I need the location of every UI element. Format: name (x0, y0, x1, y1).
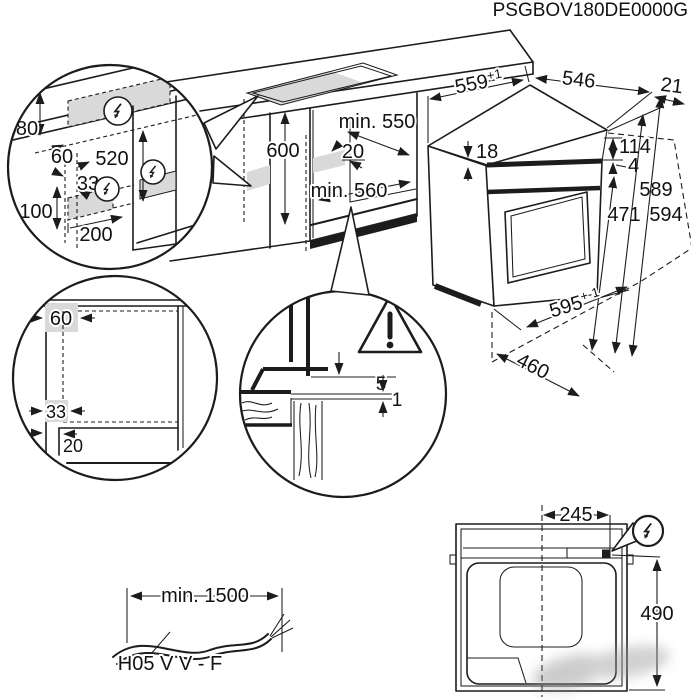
side-zone (45, 400, 68, 422)
dim-line-550 (347, 131, 410, 156)
dim-1: 1 (392, 390, 403, 411)
dim-200: 200 (79, 224, 112, 246)
dim-min1500: min. 1500 (161, 585, 249, 607)
dim-100: 100 (19, 201, 52, 223)
cabinet-isometric: 600 min. 550 20 min. 560 (165, 29, 534, 262)
side-panel-wood-grain (293, 401, 323, 480)
dim-min550: min. 550 (339, 111, 416, 133)
gap-detail-circle: 5 1 (238, 206, 448, 499)
dim-line-560 (318, 179, 411, 203)
callout-wedge (330, 206, 370, 296)
frame-top-band (486, 158, 603, 168)
dim-245: 245 (559, 504, 592, 526)
power-icon (140, 159, 166, 185)
dim-60-front: 60 (50, 308, 72, 330)
cable-type: H05 V V - F (118, 653, 222, 675)
oven-left-side (427, 145, 495, 307)
dim-471: 471 (607, 204, 640, 226)
top-zone (45, 303, 78, 332)
oven-front (485, 160, 603, 307)
dim-600: 600 (266, 140, 299, 162)
niche-floor-front-edge (310, 198, 418, 226)
control-panel-band (486, 185, 601, 195)
callout-wedge (212, 155, 252, 187)
oven-top-view: 245 490 (449, 502, 676, 697)
floor-line (169, 240, 311, 262)
door-window-inner (510, 196, 586, 278)
oven-isometric: 559+1 546 21 18 114 4 471 589 594 595+-1… (427, 64, 691, 397)
dim-33-front: 33 (46, 402, 66, 422)
side-connection-zone (247, 165, 270, 191)
oven-top-face (427, 84, 608, 166)
dim-520: 520 (95, 148, 128, 170)
power-icon (94, 176, 120, 202)
dim-line-460 (496, 353, 580, 397)
dim-589: 589 (639, 179, 672, 201)
dim-594: 594 (649, 204, 682, 226)
worktop-front-top-edge (199, 61, 534, 112)
niche-detail-circle: 80 60 520 33 100 200 (6, 63, 259, 271)
oven-foot (433, 283, 483, 307)
niche-connection-zone (313, 150, 345, 173)
dim-18: 18 (476, 141, 498, 163)
dim-line-594 (628, 96, 665, 357)
detail-circle-outline (11, 274, 219, 482)
warning-icon (357, 294, 423, 354)
worktop-right-end (509, 29, 534, 63)
dim-546: 546 (561, 67, 597, 93)
dim-490: 490 (640, 603, 673, 625)
dim-21: 21 (659, 74, 684, 99)
detail-circle-outline (6, 63, 214, 271)
watermark-smudge (532, 645, 670, 691)
front-detail-circle: 60 33 20 (11, 274, 219, 482)
dim-min560: min. 560 (311, 180, 388, 202)
dim-60-niche: 60 (51, 146, 73, 168)
mains-connector (602, 549, 610, 558)
plinth-strip (310, 213, 417, 249)
worktop-back-edge (165, 29, 511, 83)
callout-wedge (203, 95, 259, 150)
cable-curve (112, 633, 269, 658)
cooktop-cutout (243, 62, 399, 223)
dim-line-595 (526, 286, 628, 328)
power-icon (611, 514, 665, 552)
mains-cable: min. 1500 H05 V V - F (112, 583, 294, 677)
model-number: PSGBOV180DE0000G (493, 0, 688, 21)
dim-line-546 (535, 74, 650, 96)
cavity-outline (466, 562, 617, 685)
dim-line-559 (429, 77, 524, 102)
dim-20-front: 20 (63, 436, 83, 456)
dim-5: 5 (376, 374, 387, 395)
power-icon (103, 96, 133, 126)
